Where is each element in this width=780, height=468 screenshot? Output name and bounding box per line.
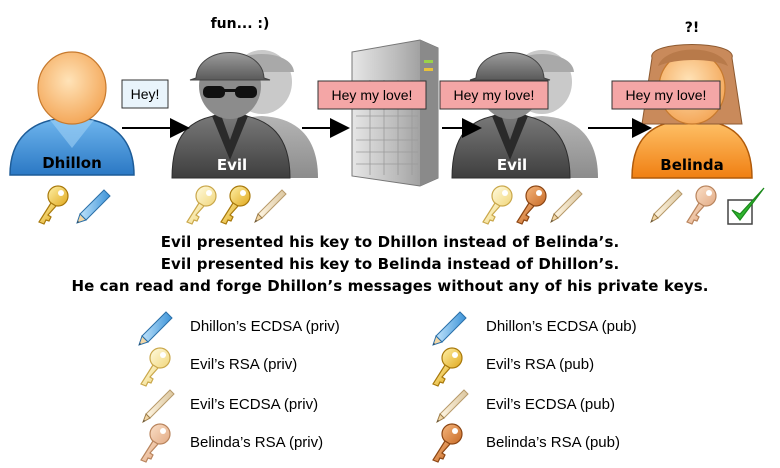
pale-gold-key-icon [140,347,171,387]
caption-line-1: Evil presented his key to Dhillon instea… [160,233,620,251]
pale-gold-key-icon [482,185,513,225]
person-dhillon: Dhillon [9,51,135,176]
evil-thought-note: fun... :) [211,16,270,32]
blue-pen-icon [138,311,173,346]
beige-pen-icon [550,189,583,223]
svg-text:Hey my love!: Hey my love! [332,87,413,103]
legend-dhillon-pub: Dhillon’s ECDSA (pub) [486,318,637,335]
legend-icons-left [138,311,175,463]
legend-evil-rsa-pub: Evil’s RSA (pub) [486,356,595,373]
legend-belinda-rsa-pub: Belinda’s RSA (pub) [486,434,620,451]
person-evil-right: Evil [451,50,598,179]
pale-copper-key-icon [140,423,171,463]
belinda-thought-note: ?! [685,20,700,36]
evil-left-keys [186,185,287,225]
pale-gold-key-icon [186,185,217,225]
legend-evil-rsa-priv: Evil’s RSA (priv) [190,356,298,373]
message-box-fourth: Hey my love! [611,80,721,110]
gold-key-icon [432,347,463,387]
message-box-second: Hey my love! [317,80,427,110]
gold-key-icon [38,185,69,225]
dhillon-keys [38,185,111,225]
beige-pen-icon [436,389,469,423]
svg-text:Hey my love!: Hey my love! [454,87,535,103]
belinda-keys [650,185,765,225]
svg-text:Hey!: Hey! [131,86,160,102]
evil-right-label: Evil [497,156,527,174]
legend-evil-ecdsa-pub: Evil’s ECDSA (pub) [486,396,615,413]
blue-pen-icon [432,311,467,346]
message-box-third: Hey my love! [439,80,549,110]
copper-key-icon [516,185,547,225]
caption-line-2: Evil presented his key to Belinda instea… [160,255,620,273]
beige-pen-icon [142,389,175,423]
evil-left-label: Evil [217,156,247,174]
beige-pen-icon [650,189,683,223]
belinda-label: Belinda [660,156,723,174]
evil-right-keys [482,185,583,225]
legend-icons-right [432,311,469,463]
gold-key-icon [220,185,251,225]
server-icon [351,39,439,187]
svg-text:Hey my love!: Hey my love! [626,87,707,103]
message-box-first: Hey! [121,79,169,109]
checkmark-icon [727,187,765,225]
dhillon-label: Dhillon [42,154,102,172]
person-belinda: Belinda [631,44,753,179]
legend-dhillon-priv: Dhillon’s ECDSA (priv) [190,318,340,335]
legend-evil-ecdsa-priv: Evil’s ECDSA (priv) [190,396,319,413]
caption-line-3: He can read and forge Dhillon’s messages… [71,277,709,295]
blue-pen-icon [76,189,111,224]
beige-pen-icon [254,189,287,223]
copper-key-icon [432,423,463,463]
pale-copper-key-icon [686,185,717,225]
person-evil-left: Evil [171,50,318,179]
legend-belinda-rsa-priv: Belinda’s RSA (priv) [190,434,324,451]
